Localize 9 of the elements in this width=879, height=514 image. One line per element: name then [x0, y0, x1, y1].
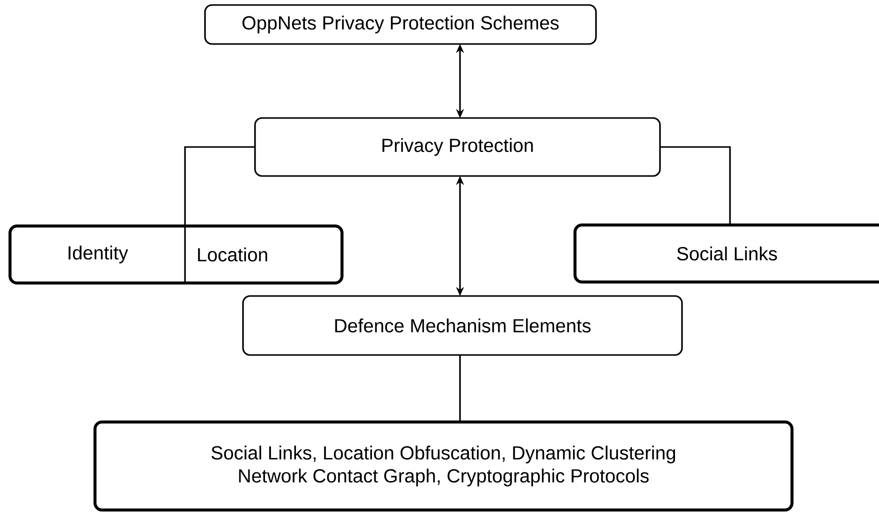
- split-box: Identity Location: [8, 224, 344, 284]
- process-box: OppNets Privacy Protection Schemes: [204, 4, 597, 45]
- process-box: Social Links, Location Obfuscation, Dynamic Clustering Network Contact Graph, Cryptographic Protocols: [94, 420, 794, 512]
- connector: [660, 146, 731, 225]
- connector: [184, 146, 255, 226]
- process-box: Social Links: [574, 224, 879, 284]
- process-box: Defence Mechanism Elements: [242, 295, 683, 356]
- process-box: Privacy Protection: [254, 117, 661, 177]
- connector: [459, 355, 461, 422]
